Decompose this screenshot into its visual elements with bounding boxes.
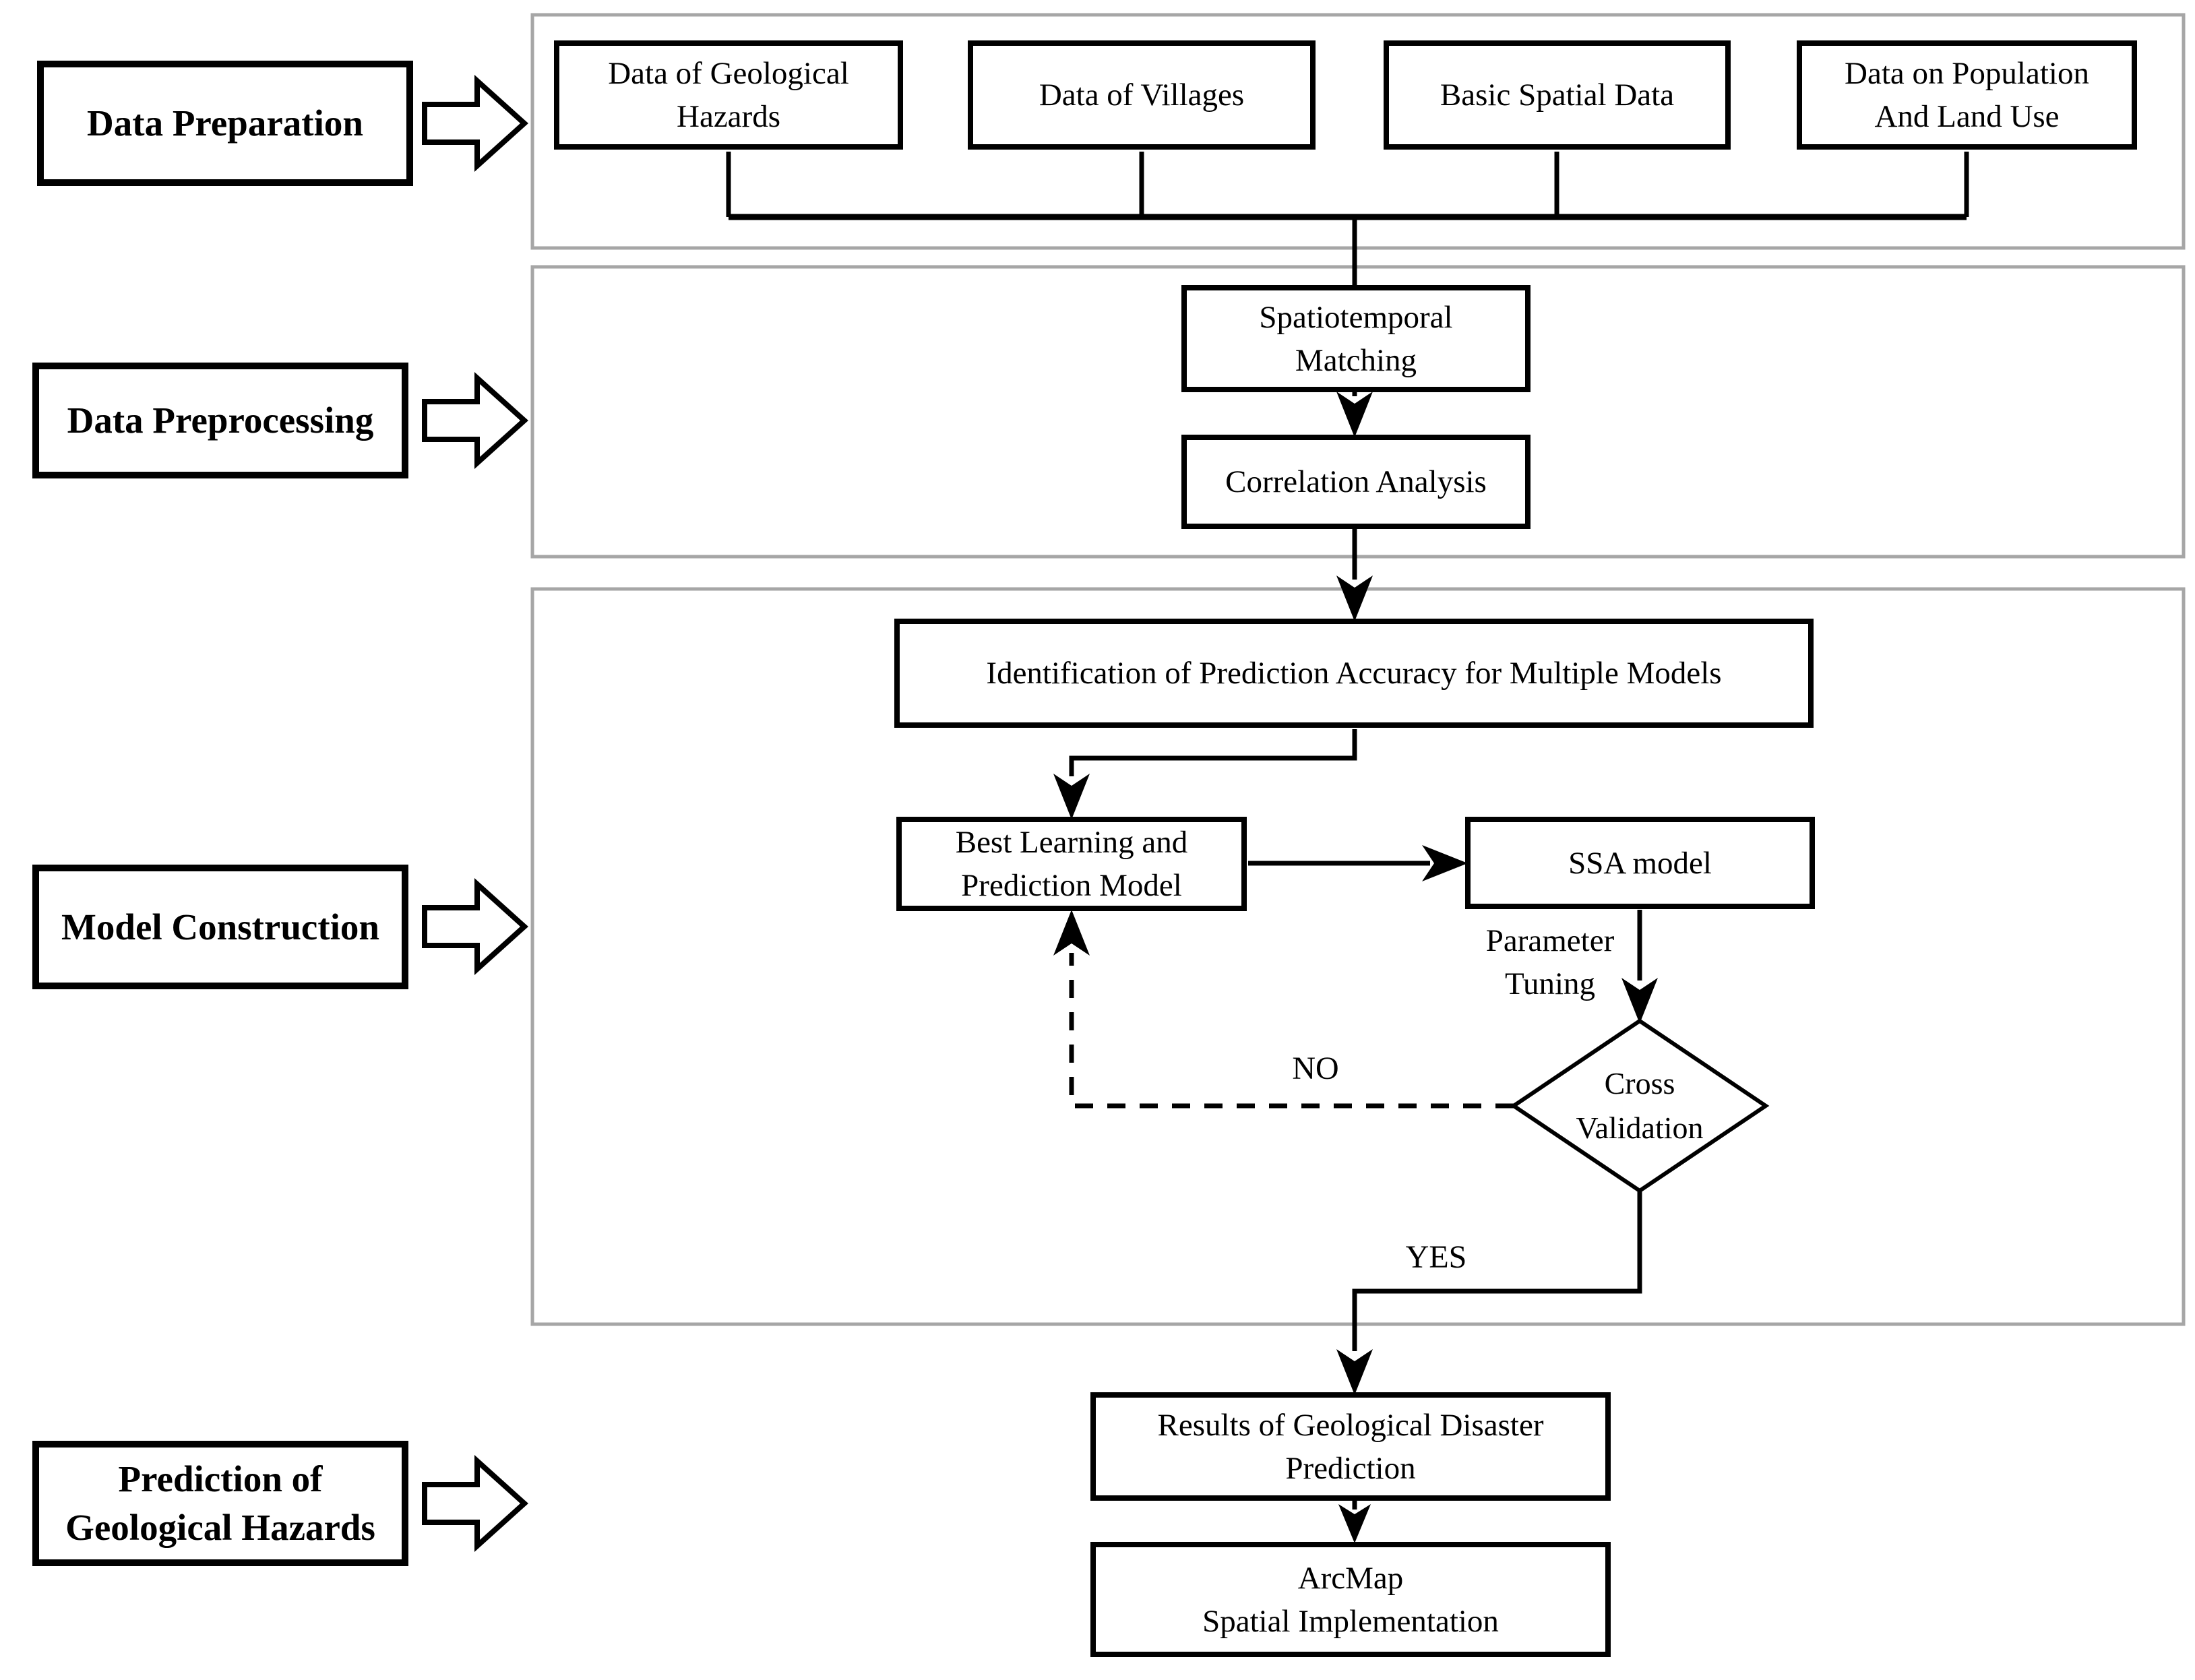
node-text: Results of Geological Disaster xyxy=(1157,1407,1544,1443)
stage-label-text: Data Preprocessing xyxy=(67,400,374,441)
node-data-of-geological-hazards: Data of Geological Hazards xyxy=(554,40,903,150)
edge-label-text: YES xyxy=(1405,1239,1467,1275)
node-identification-of-prediction-accuracy: Identification of Prediction Accuracy fo… xyxy=(894,619,1814,728)
node-text: And Land Use xyxy=(1874,99,2060,134)
node-data-of-villages: Data of Villages xyxy=(968,40,1316,150)
node-text: Prediction xyxy=(1285,1450,1416,1486)
node-text: Basic Spatial Data xyxy=(1440,77,1675,113)
node-arcmap-spatial-implementation: ArcMap Spatial Implementation xyxy=(1090,1542,1611,1657)
block-arrow-icon-data-preprocessing xyxy=(422,372,528,469)
stage-label-text: Data Preparation xyxy=(87,102,363,144)
node-text: Matching xyxy=(1295,342,1417,378)
connector-identification-to-bestmodel xyxy=(1069,729,1357,776)
node-text: Identification of Prediction Accuracy fo… xyxy=(986,656,1722,691)
stage-label-data-preprocessing: Data Preprocessing xyxy=(32,363,408,478)
node-text: Data on Population xyxy=(1845,56,2089,91)
edge-label-yes: YES xyxy=(1389,1235,1483,1280)
stage-label-data-preparation: Data Preparation xyxy=(37,61,413,186)
arrowhead-no-into-bestmodel xyxy=(1053,910,1090,956)
node-text: Correlation Analysis xyxy=(1225,464,1487,499)
node-text: Best Learning and xyxy=(955,825,1188,860)
edge-label-no: NO xyxy=(1275,1047,1356,1091)
stage-label-text: Geological Hazards xyxy=(65,1507,375,1548)
arrowhead-into-identification xyxy=(1336,575,1373,621)
node-results-of-geological-disaster-prediction: Results of Geological Disaster Predictio… xyxy=(1090,1392,1611,1501)
edge-label-text: NO xyxy=(1292,1051,1339,1086)
edge-label-text: Tuning xyxy=(1504,966,1596,1001)
container-data-preprocessing xyxy=(530,265,2186,559)
block-arrow-icon-model-construction xyxy=(422,878,528,975)
node-text: Spatial Implementation xyxy=(1202,1603,1499,1639)
node-basic-spatial-data: Basic Spatial Data xyxy=(1384,40,1731,150)
stage-label-text: Model Construction xyxy=(61,906,380,947)
node-text: SSA model xyxy=(1568,845,1712,881)
arrowhead-into-crossvalidation xyxy=(1621,978,1658,1024)
block-arrow-icon-prediction xyxy=(422,1455,528,1552)
arrowhead-into-ssa xyxy=(1422,845,1468,881)
node-correlation-analysis: Correlation Analysis xyxy=(1181,435,1531,529)
arrowhead-into-correlation xyxy=(1336,392,1373,437)
node-ssa-model: SSA model xyxy=(1465,817,1815,909)
connector-no-loop xyxy=(1069,953,1514,1109)
node-text: Spatiotemporal xyxy=(1259,299,1453,335)
node-cross-validation-label: Cross Validation xyxy=(1505,1060,1774,1152)
edge-label-text: Parameter xyxy=(1485,923,1615,958)
node-best-learning-and-prediction-model: Best Learning and Prediction Model xyxy=(896,817,1247,911)
stage-label-text: Prediction of xyxy=(118,1458,323,1499)
arrowhead-into-bestmodel xyxy=(1053,774,1090,819)
node-text: ArcMap xyxy=(1297,1560,1404,1596)
node-text: Cross xyxy=(1604,1066,1675,1100)
connector-yes-to-results xyxy=(1352,1191,1642,1351)
stage-label-model-construction: Model Construction xyxy=(32,865,408,989)
node-text: Validation xyxy=(1576,1111,1704,1145)
node-spatiotemporal-matching: Spatiotemporal Matching xyxy=(1181,285,1531,392)
arrowhead-into-arcmap xyxy=(1338,1504,1371,1543)
container-data-preparation xyxy=(530,13,2186,250)
arrowhead-into-results xyxy=(1336,1349,1373,1395)
node-text: Hazards xyxy=(677,99,780,134)
node-text: Prediction Model xyxy=(961,868,1182,903)
block-arrow-icon-data-preparation xyxy=(422,75,528,172)
stage-label-prediction: Prediction of Geological Hazards xyxy=(32,1441,408,1566)
edge-label-parameter-tuning: Parameter Tuning xyxy=(1442,919,1658,1006)
node-text: Data of Geological xyxy=(608,56,849,91)
node-data-on-population-and-land-use: Data on Population And Land Use xyxy=(1797,40,2137,150)
node-text: Data of Villages xyxy=(1039,77,1245,113)
